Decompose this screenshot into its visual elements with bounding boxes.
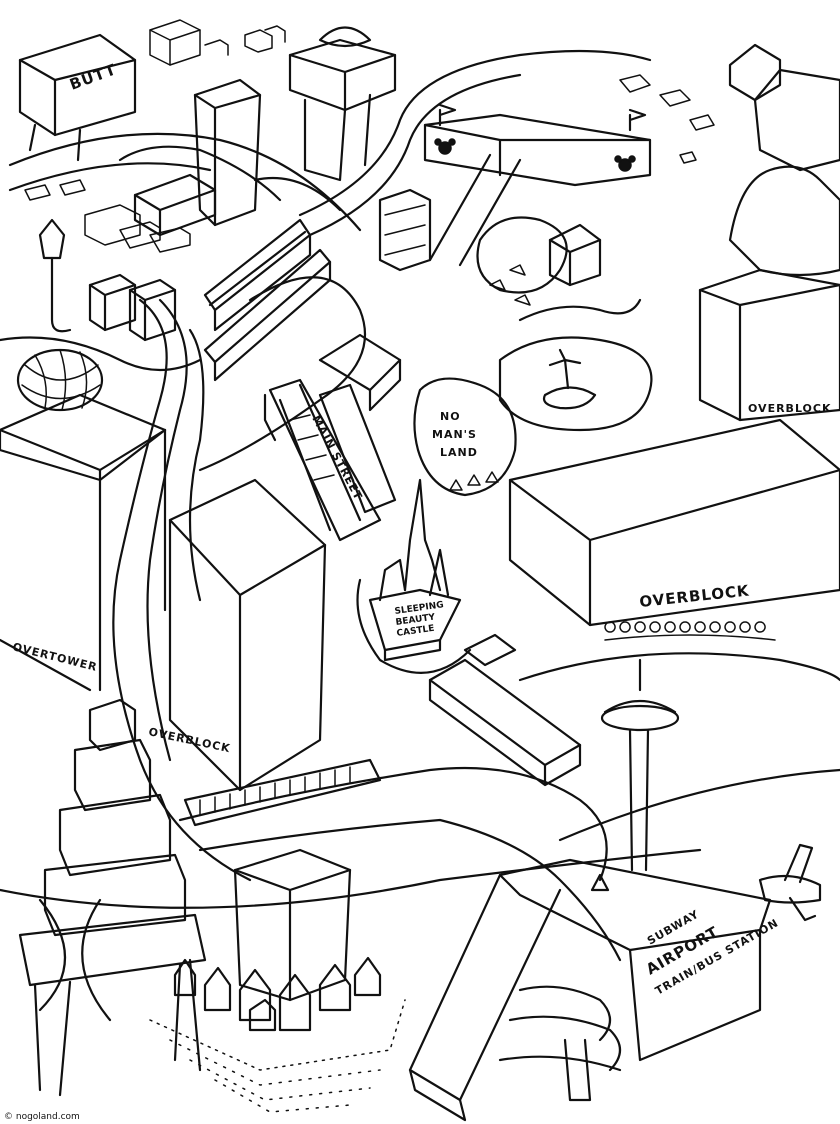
- main-street-label: MAIN STREET: [309, 413, 365, 502]
- overblock-left: OVERBLOCK: [147, 478, 327, 792]
- airport-station: SUBWAY AIRPORT TRAIN/BUS STATION: [408, 858, 781, 1122]
- houses-cluster: [173, 848, 382, 1032]
- overblock-right-upper: OVERBLOCK: [698, 268, 840, 422]
- sleeping-beauty-castle: SLEEPING BEAUTY CASTLE: [356, 478, 472, 674]
- park-grounds: [476, 43, 782, 322]
- roads-top-left: [8, 132, 362, 232]
- billboard-butt: BUTT: [18, 33, 137, 162]
- blocks-left: [88, 273, 177, 342]
- globe-sculpture: [0, 336, 202, 412]
- dotted-plaza: [149, 999, 406, 1113]
- overtower: OVERTOWER: [0, 393, 167, 692]
- no-mans-land-label-3: LAND: [440, 446, 478, 459]
- elevated-train: [183, 758, 382, 827]
- overblock-left-label: OVERBLOCK: [147, 725, 231, 755]
- park-gate: [423, 103, 652, 267]
- cluster-left: [24, 173, 217, 253]
- buildings-center-north: [318, 188, 432, 412]
- airplane-icon: [758, 843, 822, 922]
- no-mans-land-label-1: NO: [440, 410, 461, 423]
- overblock-right-upper-label: OVERBLOCK: [748, 402, 832, 415]
- curved-tracks: [112, 49, 652, 882]
- site-credit: © nogoland.com: [4, 1112, 80, 1122]
- mountain: [728, 68, 840, 277]
- dome-building: [288, 26, 397, 182]
- overtower-label: OVERTOWER: [11, 640, 99, 674]
- highway: [0, 652, 840, 962]
- stepped-tower: [18, 698, 207, 1097]
- slanted-building: [428, 633, 582, 787]
- train-right: [604, 621, 776, 641]
- slab-buildings: [203, 218, 332, 382]
- overblock-right-lower: OVERBLOCK: [508, 418, 840, 627]
- lamp-post: [38, 218, 72, 333]
- no-mans-land-label-2: MAN'S: [432, 428, 477, 441]
- small-buildings-top: [149, 19, 286, 66]
- no-mans-land: NO MAN'S LAND: [413, 377, 517, 497]
- ramps-bottom: [498, 873, 622, 1102]
- billboard-label: BUTT: [67, 60, 119, 93]
- observation-tower: [600, 658, 680, 872]
- lagoon: [498, 336, 653, 432]
- overblock-right-lower-label: OVERBLOCK: [639, 581, 751, 611]
